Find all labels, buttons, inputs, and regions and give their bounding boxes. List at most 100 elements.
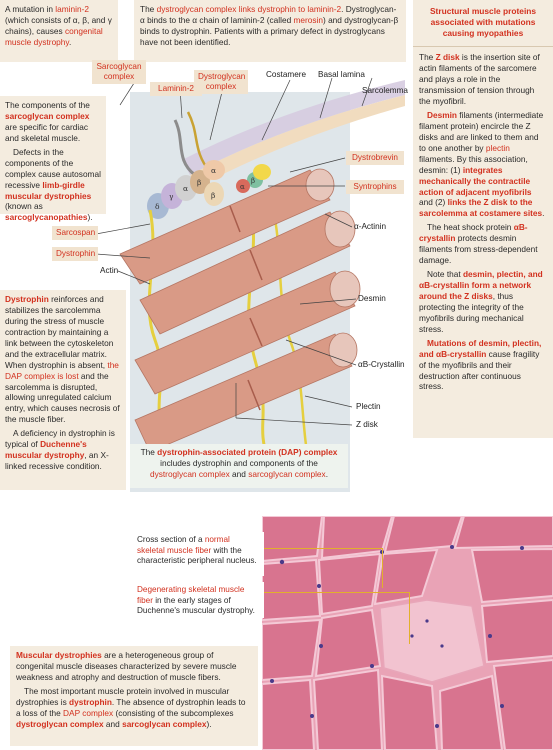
label-sarcospan: Sarcospan <box>52 226 98 240</box>
dap-term: DAP complex <box>63 707 114 718</box>
text: The components of the <box>5 100 90 110</box>
text: are a heterogeneous group of congenital … <box>16 650 237 682</box>
laminin-strand <box>173 119 196 177</box>
text: protects desmin filaments from stress-de… <box>419 233 538 266</box>
text: and <box>229 468 249 479</box>
text: with the characteristic peripheral nucle… <box>137 545 257 566</box>
label-plectin: Plectin <box>356 402 381 411</box>
network-term: desmin, plectin, and αB-crystallin form … <box>419 269 543 301</box>
degenerating-fiber-caption: Degenerating skeletal muscle fiber in th… <box>132 582 264 618</box>
text: is the insertion site of actin filaments… <box>419 52 540 107</box>
label-dystroglycan-complex: Dystroglycan complex <box>194 70 248 94</box>
text: . The absence of dystrophin leads to a l… <box>16 696 246 718</box>
text: cause fragility of the myofibrils and th… <box>419 348 540 392</box>
label-costamere: Costamere <box>266 70 307 79</box>
text: (which consists of α, β, and γ chains), … <box>5 14 112 36</box>
label-dystrobrevin: Dystrobrevin <box>346 151 404 165</box>
z-disk-term: Z disk <box>435 52 460 63</box>
label-basal-lamina: Basal lamina <box>318 70 365 79</box>
laminin-term: laminin-2 <box>55 4 89 14</box>
desmin-term: Desmin <box>427 109 457 120</box>
sarcoglycan-box: The components of the sarcoglycan comple… <box>0 96 106 222</box>
duchenne-term: Duchenne's muscular dystrophy <box>5 439 87 461</box>
text: and the sarcolemma is disrupted, allowin… <box>5 370 120 425</box>
dap-complex-box: The dystrophin-associated protein (DAP) … <box>130 444 348 488</box>
text: ) and dystroglycan-β binds to dystrophin… <box>140 14 399 47</box>
text: filaments (intermediate filament protein… <box>419 109 544 153</box>
text: . <box>325 468 329 479</box>
text: The most important muscle protein involv… <box>16 685 230 707</box>
myofibril-4 <box>134 332 358 453</box>
dystroglycan-link-term: dystroglycan complex links dystrophin to… <box>156 4 342 14</box>
text: and (2) <box>419 197 448 208</box>
dystrophin-term: dystrophin <box>69 696 112 707</box>
dystrophies-term: Muscular dystrophies <box>16 650 102 660</box>
label-ab-crystallin: αB-Crystallin <box>358 360 405 369</box>
dystroglycan-beta <box>204 182 224 206</box>
dystrophin-term: Dystrophin <box>5 294 49 304</box>
caption-leader <box>382 548 383 588</box>
caption-leader <box>225 548 383 549</box>
beta-letter: β <box>211 191 215 200</box>
label-syntrophins: Syntrophins <box>346 180 404 194</box>
normal-fiber-term: normal skeletal muscle fiber <box>137 535 230 555</box>
dystroglycan-term: dystroglycan complex <box>16 718 104 729</box>
muscle-cross-section <box>262 516 553 750</box>
text: The <box>419 52 436 63</box>
gamma-letter: γ <box>169 192 174 201</box>
text: The <box>140 4 157 14</box>
sarcoglycan-term: sarcoglycan complex <box>5 110 90 121</box>
myofibril-3 <box>134 270 361 395</box>
text: and <box>103 718 123 729</box>
text: Note that <box>427 269 463 280</box>
myofibril-2 <box>139 210 356 335</box>
text: The <box>140 447 158 457</box>
myofibril-1 <box>119 168 335 285</box>
degenerating-term: Degenerating skeletal muscle fiber <box>137 585 245 605</box>
delta-letter: δ <box>155 202 160 211</box>
dap-lost-term: the DAP complex is lost <box>5 359 119 381</box>
label-z-disk: Z disk <box>356 420 378 429</box>
label-desmin: Desmin <box>358 294 386 303</box>
sarcolemma-band <box>190 95 405 188</box>
structural-proteins-box: Structural muscle proteins associated wi… <box>413 0 553 438</box>
text: The heat shock protein <box>427 222 514 233</box>
text: (consisting of the subcomplexes <box>113 707 234 718</box>
text: . Dystroglycan-α binds to the α chain of… <box>140 4 397 25</box>
syntrophin <box>236 179 250 193</box>
text: , thus protecting the integrity of the m… <box>419 290 524 334</box>
dystrophin-box: Dystrophin reinforces and stabilizes the… <box>0 290 126 490</box>
text: . <box>542 208 545 219</box>
text: includes dystrophin and components of th… <box>160 457 318 468</box>
text: Cross section of a <box>137 535 205 544</box>
dap-complex-diagram: δ γ α β α β α β <box>95 77 405 492</box>
label-alpha-actinin: α-Actinin <box>354 222 387 231</box>
text: . <box>68 36 72 47</box>
text: Defects in the components of the complex… <box>5 146 101 190</box>
text: , an X-linked recessive condition. <box>5 450 109 472</box>
links-term: links the Z disk to the sarcolemma at co… <box>419 197 543 219</box>
alpha-letter: α <box>240 183 245 191</box>
text: ). <box>206 718 212 729</box>
integrates-term: integrates mechanically the contractile … <box>419 164 532 197</box>
text: A mutation in <box>5 4 56 14</box>
degenerating-fiber <box>379 599 485 683</box>
crystallin-term: αB-crystallin <box>419 222 528 244</box>
text: A deficiency in dystrophin is typical of <box>5 428 115 450</box>
congenital-dystrophy-term: congenital muscle dystrophy <box>5 25 103 47</box>
structural-box-title: Structural muscle proteins associated wi… <box>429 6 537 39</box>
text: are specific for cardiac and skeletal mu… <box>5 121 89 143</box>
alpha-letter: α <box>183 184 188 193</box>
beta-sarcoglycan <box>190 170 210 194</box>
dystroglycan-term: dystroglycan complex <box>149 468 230 479</box>
plectin-term: plectin <box>485 142 510 153</box>
text: (known as <box>5 201 43 212</box>
dystroglycan-alpha <box>203 160 225 180</box>
text: filaments. By this association, desmin: … <box>419 153 528 175</box>
sarcoglycan-term: sarcoglycan complex <box>122 718 207 729</box>
normal-fiber-caption: Cross section of a normal skeletal muscl… <box>132 532 264 576</box>
limb-girdle-term: limb-girdle muscular dystrophies <box>5 179 92 201</box>
z-disk-bands <box>229 205 263 411</box>
sarcoglycan-term: sarcoglycan complex <box>248 468 326 479</box>
beta-letter: β <box>251 177 255 185</box>
